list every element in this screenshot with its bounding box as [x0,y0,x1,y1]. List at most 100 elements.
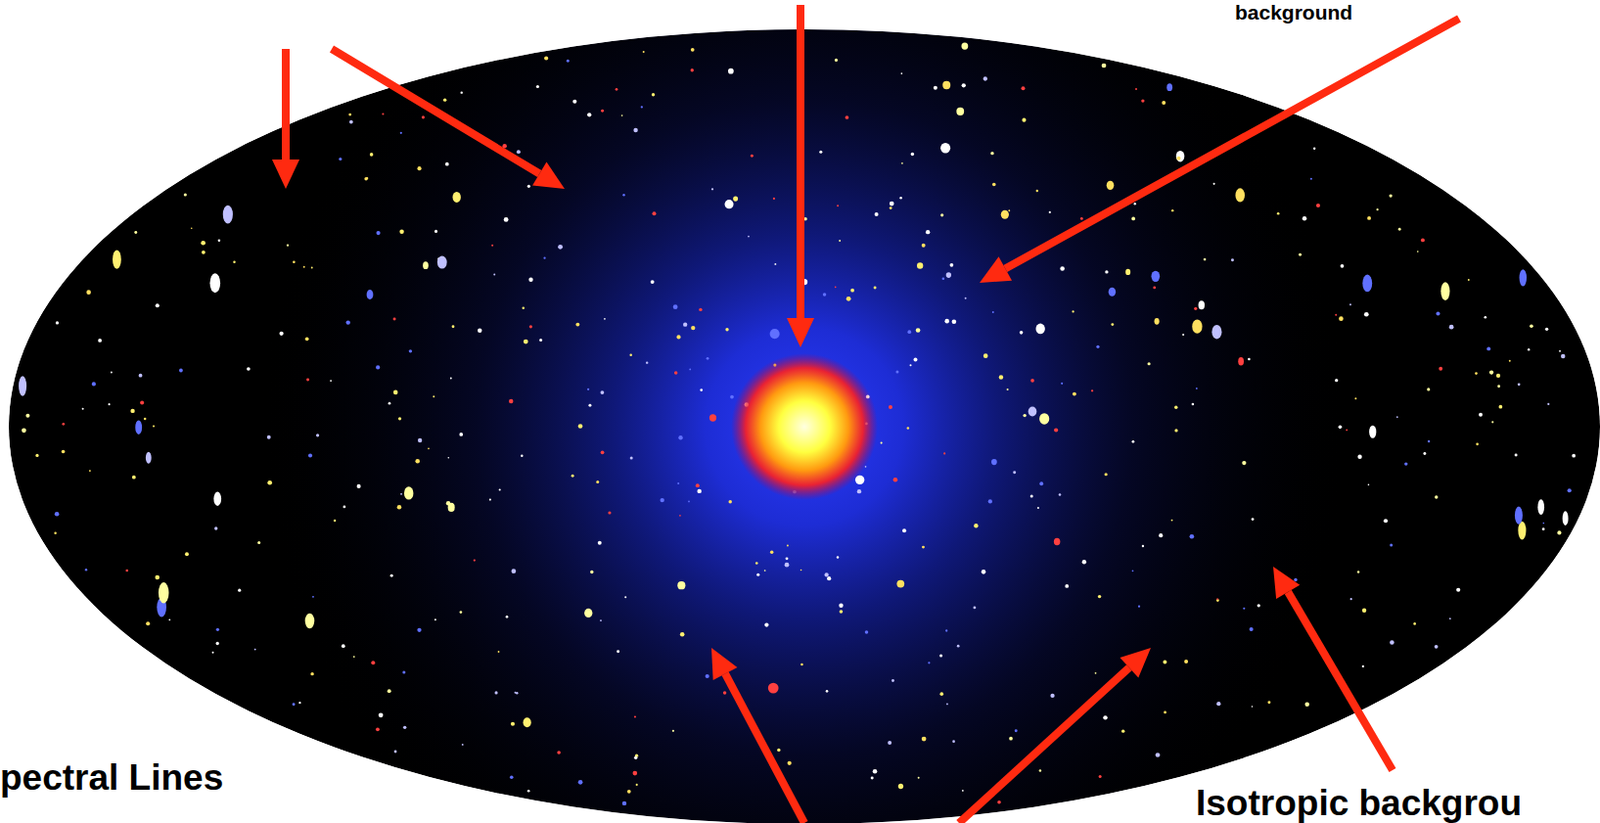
point-source [755,561,759,565]
point-source [1422,452,1426,456]
point-source [900,72,903,75]
point-source [1340,264,1345,269]
point-source [615,88,619,92]
point-source [983,353,989,359]
point-source [1489,369,1494,374]
point-source [673,304,679,310]
point-source [459,610,463,614]
point-source [1039,769,1043,773]
point-source [595,480,599,484]
point-source [388,402,392,406]
point-source [933,86,938,91]
point-source [1012,470,1016,474]
point-source [54,511,60,517]
point-source [461,743,464,746]
point-source [865,630,869,635]
point-source [873,285,877,289]
point-source [642,50,645,53]
point-source [636,783,639,786]
point-source [1467,278,1470,281]
point-source [616,649,620,653]
point-source [640,105,643,108]
point-source [600,450,605,455]
point-source [960,42,968,49]
pointer-shaft [331,48,540,175]
point-source [1440,281,1450,301]
point-source [730,395,734,400]
point-source [1155,752,1161,758]
point-source [508,399,513,404]
point-source [699,388,703,392]
point-source [398,416,402,420]
point-source [349,120,354,125]
point-source [310,672,314,676]
point-source [630,457,634,460]
point-source [1362,665,1365,668]
point-source [1138,605,1141,608]
point-source [939,653,943,657]
point-source [607,510,611,514]
point-source [1241,460,1246,465]
point-source [333,519,336,522]
point-source [1110,322,1114,326]
point-source [1542,527,1546,531]
point-source [902,528,907,533]
point-source [1237,357,1244,366]
point-source [489,499,492,502]
point-source [21,428,27,434]
point-source [139,400,144,405]
point-source [891,679,895,683]
point-source [1562,510,1569,526]
point-source [1537,499,1545,515]
point-source [1545,327,1549,331]
point-source [834,286,837,289]
point-source [179,368,183,373]
point-source [1389,544,1393,548]
point-source [961,83,966,88]
pointer-head [532,162,565,189]
point-source [889,206,893,210]
point-source [992,182,997,187]
point-source [784,562,790,568]
point-source [850,288,855,293]
point-source [578,423,584,429]
point-source [1176,156,1181,161]
point-source [1357,455,1362,459]
point-source [82,408,85,411]
point-source [1050,693,1054,698]
point-source [1053,427,1058,432]
point-source [764,622,769,627]
point-source [1091,389,1094,392]
point-source [826,576,831,581]
point-source [378,712,384,718]
point-source [872,769,878,775]
point-source [600,390,605,395]
point-source [437,255,448,269]
point-source [728,68,734,75]
point-source [1049,211,1052,214]
point-source [218,239,222,243]
point-source [678,435,683,440]
point-source [677,581,686,590]
point-source [303,266,306,269]
annotation-label: background [1234,1,1353,23]
point-source [925,229,930,234]
point-source [298,701,301,704]
point-source [1542,522,1545,525]
point-source [85,568,88,571]
point-source [1022,413,1026,417]
point-source [417,438,422,443]
point-source [587,388,590,391]
point-source [916,262,923,270]
point-source [145,621,150,626]
point-source [888,405,893,410]
point-source [695,483,700,488]
point-source [901,162,904,165]
point-source [1060,382,1063,385]
point-source [515,691,518,694]
pointer-head [979,256,1012,283]
point-source [134,230,138,234]
point-source [520,454,523,457]
point-source [1302,216,1307,221]
